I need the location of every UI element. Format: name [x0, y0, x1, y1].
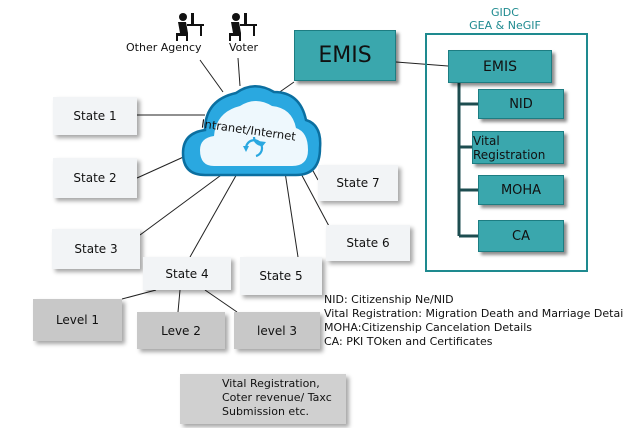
agency-label: Other Agency [126, 41, 202, 54]
gidc-line2: GEA & NeGIF [469, 19, 541, 32]
gidc-frame [425, 33, 588, 272]
level-3-box: level 3 [234, 312, 320, 349]
service-moha-box: MOHA [478, 175, 564, 205]
legend-moha: MOHA:Citizenship Cancelation Details [324, 321, 533, 334]
line-state5 [284, 171, 299, 258]
cloud-icon: Intranet/Internet [181, 85, 322, 177]
line-agency [199, 59, 224, 93]
summary-line-3: Submission etc. [222, 405, 310, 418]
refresh-icon [243, 136, 266, 158]
state-1-box: State 1 [53, 97, 137, 135]
state-6-box: State 6 [326, 225, 410, 261]
gidc-line1: GIDC [491, 6, 519, 19]
person-desk-icon-agency [176, 13, 204, 41]
voter-label: Voter [229, 41, 259, 54]
line-state3 [139, 169, 229, 236]
state-3-box: State 3 [52, 229, 140, 269]
line-emis-link [395, 61, 449, 67]
line-voter [237, 57, 241, 87]
service-nid-box: NID [478, 89, 564, 119]
services-summary-text: Vital Registration, Coter revenue/ Taxc … [222, 377, 332, 419]
summary-line-2: Coter revenue/ Taxc [222, 391, 332, 404]
state-2-box: State 2 [53, 158, 137, 198]
level-1-box: Level 1 [33, 299, 122, 341]
services-summary-box: Vital Registration, Coter revenue/ Taxc … [180, 374, 346, 424]
person-desk-icon-voter [229, 13, 257, 41]
legend-nid: NID: Citizenship Ne/NID [324, 293, 454, 306]
line-level3 [204, 289, 238, 313]
level-2-box: Leve 2 [137, 312, 225, 349]
line-state4 [189, 171, 239, 258]
emis-sub-box: EMIS [448, 50, 552, 83]
line-level1 [121, 289, 157, 300]
legend: NID: Citizenship Ne/NID Vital Registrati… [324, 293, 624, 349]
summary-line-1: Vital Registration, [222, 377, 320, 390]
legend-vital: Vital Registration: Migration Death and … [324, 307, 624, 320]
state-4-box: State 4 [143, 257, 231, 290]
gidc-title: GIDC GEA & NeGIF [455, 6, 555, 32]
state-5-box: State 5 [240, 257, 322, 295]
emis-main-box: EMIS [294, 30, 396, 81]
state-7-box: State 7 [318, 165, 398, 201]
service-vital-box: Vital Registration [472, 131, 564, 164]
line-level2 [177, 289, 181, 313]
legend-ca: CA: PKI TOken and Certificates [324, 335, 493, 348]
service-ca-box: CA [478, 220, 564, 252]
